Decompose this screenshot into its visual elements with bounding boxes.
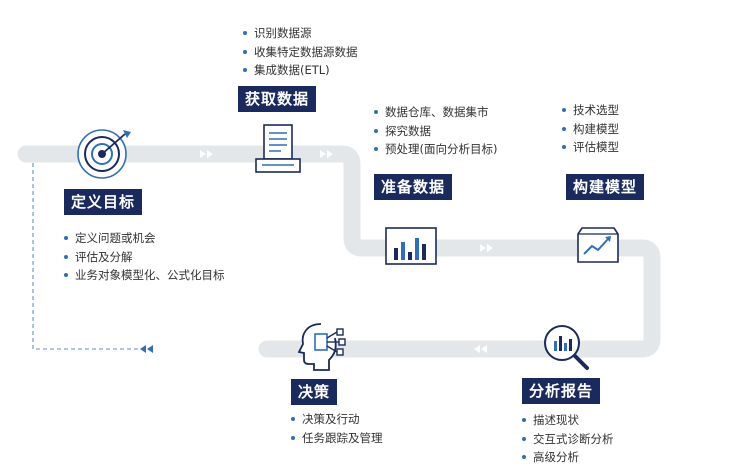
list-item: 任务跟踪及管理: [291, 429, 383, 448]
build-model-list: 技术选型 构建模型 评估模型: [562, 101, 619, 157]
list-item: 评估模型: [562, 138, 619, 157]
list-item: 决策及行动: [291, 410, 383, 429]
arrow-chevron-middle: [480, 244, 493, 252]
list-item: 交互式诊断分析: [522, 430, 614, 449]
stage-decision-label: 决策: [291, 379, 338, 405]
list-item: 高级分析: [522, 448, 614, 467]
arrow-chevron-top-right: [320, 150, 333, 158]
list-item: 预处理(面向分析目标): [374, 140, 497, 159]
stage-acquire-data-label: 获取数据: [238, 86, 317, 112]
target-icon: [77, 129, 131, 179]
stage-prepare-data-label: 准备数据: [374, 174, 453, 200]
list-item: 业务对象模型化、公式化目标: [64, 266, 225, 285]
list-item: 技术选型: [562, 101, 619, 120]
list-item: 描述现状: [522, 411, 614, 430]
list-item: 集成数据(ETL): [243, 61, 358, 80]
feedback-dashed-path: [32, 163, 150, 350]
arrow-chevron-dashed: [140, 345, 153, 353]
list-item: 定义问题或机会: [64, 229, 225, 248]
list-item: 构建模型: [562, 120, 619, 139]
stage-build-model-label: 构建模型: [566, 174, 645, 200]
stage-define-goal-label: 定义目标: [64, 189, 143, 215]
acquire-data-list: 识别数据源 收集特定数据源数据 集成数据(ETL): [243, 24, 358, 80]
arrow-chevron-bottom: [474, 345, 487, 353]
list-item: 评估及分解: [64, 248, 225, 267]
stage-analysis-report-label: 分析报告: [522, 378, 601, 404]
define-goal-list: 定义问题或机会 评估及分解 业务对象模型化、公式化目标: [64, 229, 225, 285]
decision-list: 决策及行动 任务跟踪及管理: [291, 410, 383, 447]
prepare-data-list: 数据仓库、数据集市 探究数据 预处理(面向分析目标): [374, 103, 497, 159]
head-circuit-icon: [297, 323, 346, 371]
arrow-chevron-top: [200, 150, 213, 158]
magnifier-chart-icon: [544, 325, 589, 370]
analysis-report-list: 描述现状 交互式诊断分析 高级分析: [522, 411, 614, 467]
list-item: 数据仓库、数据集市: [374, 103, 497, 122]
list-item: 收集特定数据源数据: [243, 43, 358, 62]
line-chart-box-icon: [577, 227, 619, 263]
document-printer-icon: [255, 124, 301, 173]
list-item: 识别数据源: [243, 24, 358, 43]
bar-chart-icon: [385, 227, 437, 265]
list-item: 探究数据: [374, 122, 497, 141]
track-path: [17, 145, 661, 358]
